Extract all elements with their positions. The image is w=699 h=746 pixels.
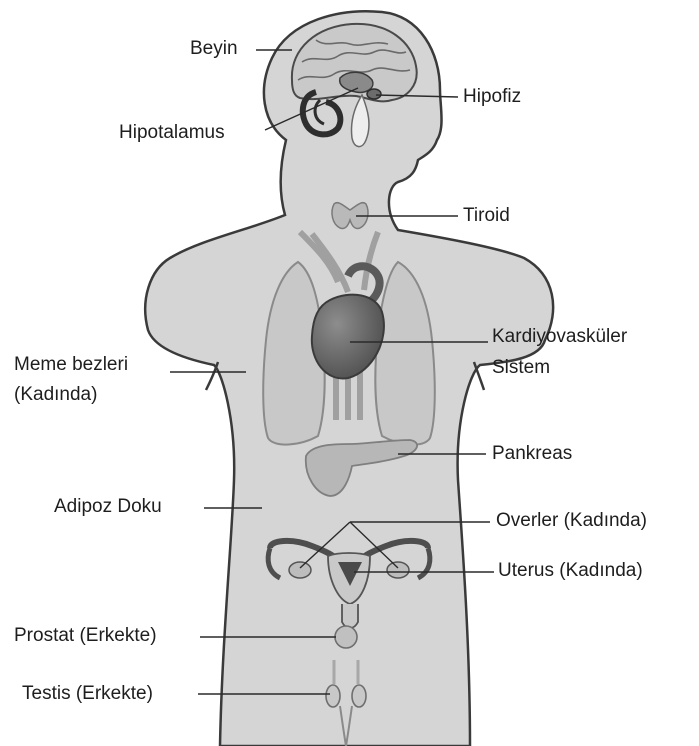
label-kadinda-meme: (Kadında): [14, 382, 97, 408]
label-adipoz-doku: Adipoz Doku: [54, 494, 162, 520]
label-pankreas: Pankreas: [492, 441, 572, 467]
label-prostat: Prostat (Erkekte): [14, 623, 157, 649]
label-uterus: Uterus (Kadında): [498, 558, 643, 584]
prostate: [335, 626, 357, 648]
label-beyin: Beyin: [190, 36, 238, 62]
label-sistem: Sistem: [492, 355, 550, 381]
label-tiroid: Tiroid: [463, 203, 510, 229]
right-ovary: [387, 562, 409, 578]
label-overler: Overler (Kadında): [496, 508, 647, 534]
label-hipofiz: Hipofiz: [463, 84, 521, 110]
left-ovary: [289, 562, 311, 578]
pituitary-gland: [367, 89, 381, 99]
label-meme-bezleri: Meme bezleri: [14, 352, 128, 378]
left-armpit-crease: [206, 362, 218, 390]
label-kardiyovaskuler: Kardiyovasküler: [492, 324, 627, 350]
label-hipotalamus: Hipotalamus: [119, 120, 225, 146]
label-testis: Testis (Erkekte): [22, 681, 153, 707]
